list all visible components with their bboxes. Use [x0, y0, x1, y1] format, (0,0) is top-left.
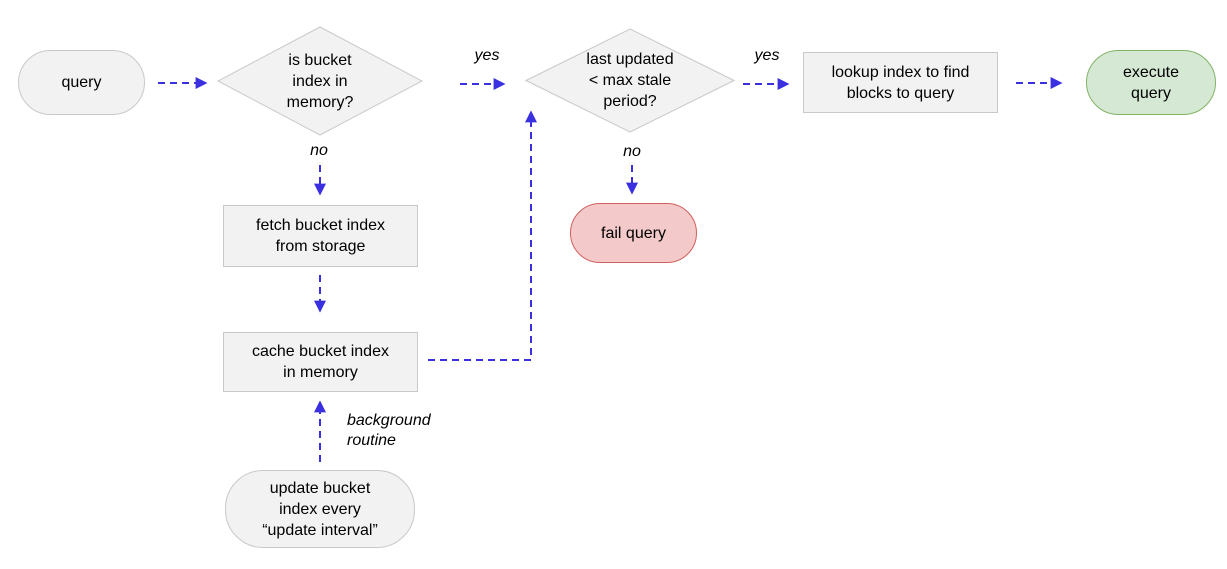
decision-memory-label: is bucket index in memory? — [286, 51, 354, 111]
label-yes-memory: yes — [474, 47, 500, 64]
node-fetch-bucket-index: fetch bucket index from storage — [223, 205, 418, 267]
node-fail-query-label: fail query — [601, 224, 666, 242]
node-cache-bucket-index-label: cache bucket index in memory — [252, 343, 389, 381]
node-query-label: query — [61, 74, 102, 91]
label-yes-stale: yes — [754, 47, 780, 64]
decision-bucket-index-in-memory: is bucket index in memory? — [217, 26, 423, 136]
decision-stale-label: last updated < max stale period? — [586, 51, 674, 110]
node-lookup-index: lookup index to find blocks to query — [803, 52, 998, 113]
diamond-shape — [525, 28, 735, 133]
node-execute-query-label: execute query — [1122, 63, 1180, 102]
node-query: query — [18, 50, 145, 115]
decision-last-updated-stale: last updated < max stale period? — [525, 28, 735, 133]
node-fail-query: fail query — [570, 203, 697, 263]
node-execute-query: execute query — [1086, 50, 1216, 115]
node-cache-bucket-index: cache bucket index in memory — [223, 332, 418, 392]
label-no-stale: no — [623, 143, 641, 160]
edge-cache-to-stale-check — [428, 110, 537, 361]
label-background-routine: background routine — [347, 412, 431, 449]
label-no-memory: no — [310, 142, 328, 159]
diamond-shape — [217, 26, 423, 136]
node-lookup-index-label: lookup index to find blocks to query — [831, 63, 970, 102]
node-fetch-bucket-index-label: fetch bucket index from storage — [256, 217, 385, 255]
node-update-bucket-index: update bucket index every “update interv… — [225, 470, 415, 548]
node-update-bucket-index-label: update bucket index every “update interv… — [262, 479, 378, 539]
